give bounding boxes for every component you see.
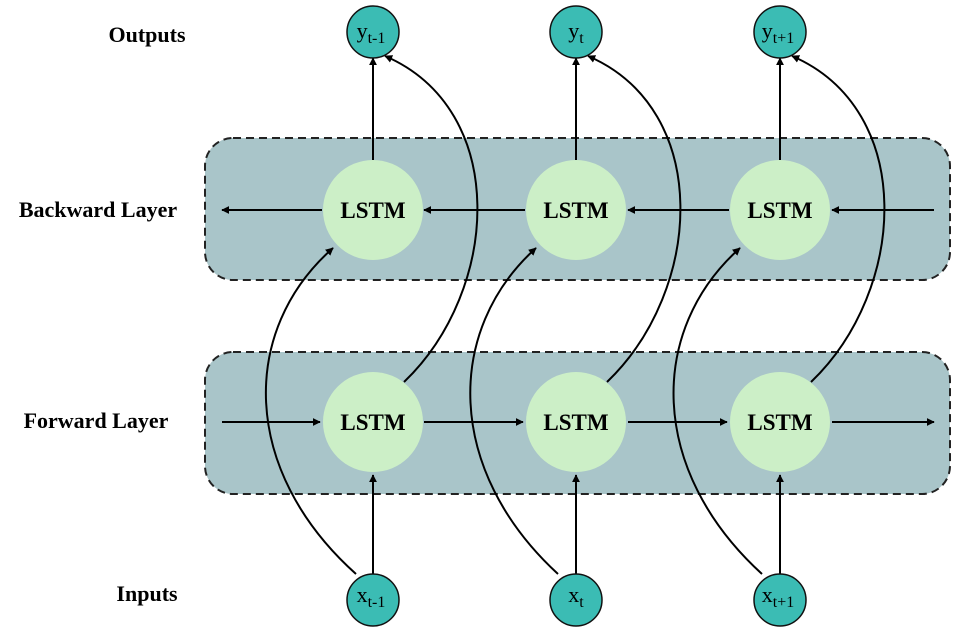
output-node-2: yt xyxy=(549,5,603,59)
forward-lstm-cell-2: LSTM xyxy=(526,372,626,472)
outputs-label: Outputs xyxy=(108,22,185,47)
forward-to-output-1 xyxy=(384,55,479,383)
input-base: x xyxy=(357,582,368,607)
svg-text:yt: yt xyxy=(568,18,584,47)
lstm-label: LSTM xyxy=(340,410,405,435)
input-sub: t+1 xyxy=(773,594,794,611)
input-to-backward-1 xyxy=(264,247,357,575)
output-sub: t+1 xyxy=(773,30,794,47)
output-node-3: yt+1 xyxy=(753,5,807,59)
forward-lstm-cell-1: LSTM xyxy=(323,372,423,472)
input-base: x xyxy=(568,582,579,607)
forward-to-output-3 xyxy=(791,55,886,383)
svg-text:yt-1: yt-1 xyxy=(357,18,386,47)
backward-lstm-cell-3: LSTM xyxy=(730,160,830,260)
lstm-label: LSTM xyxy=(747,410,812,435)
forward-lstm-cell-3: LSTM xyxy=(730,372,830,472)
lstm-label: LSTM xyxy=(340,198,405,223)
backward-layer-label: Backward Layer xyxy=(19,197,178,222)
input-to-backward-3 xyxy=(672,247,763,575)
input-node-3: xt+1 xyxy=(753,573,807,627)
output-base: y xyxy=(762,18,773,43)
input-node-1: xt-1 xyxy=(346,573,400,627)
forward-to-output-2 xyxy=(587,55,682,383)
svg-text:xt-1: xt-1 xyxy=(357,582,386,611)
inputs-label: Inputs xyxy=(116,581,178,606)
lstm-label: LSTM xyxy=(543,410,608,435)
input-sub: t xyxy=(579,594,584,611)
input-to-backward-2 xyxy=(469,247,559,575)
output-node-1: yt-1 xyxy=(346,5,400,59)
output-sub: t-1 xyxy=(368,30,386,47)
input-node-2: xt xyxy=(549,573,603,627)
output-sub: t xyxy=(579,30,584,47)
output-base: y xyxy=(357,18,368,43)
svg-text:xt+1: xt+1 xyxy=(762,582,794,611)
forward-layer-label: Forward Layer xyxy=(24,408,169,433)
lstm-label: LSTM xyxy=(543,198,608,223)
svg-text:yt+1: yt+1 xyxy=(762,18,794,47)
output-base: y xyxy=(568,18,579,43)
svg-text:xt: xt xyxy=(568,582,584,611)
input-base: x xyxy=(762,582,773,607)
backward-lstm-cell-1: LSTM xyxy=(323,160,423,260)
input-sub: t-1 xyxy=(368,594,386,611)
backward-lstm-cell-2: LSTM xyxy=(526,160,626,260)
lstm-label: LSTM xyxy=(747,198,812,223)
